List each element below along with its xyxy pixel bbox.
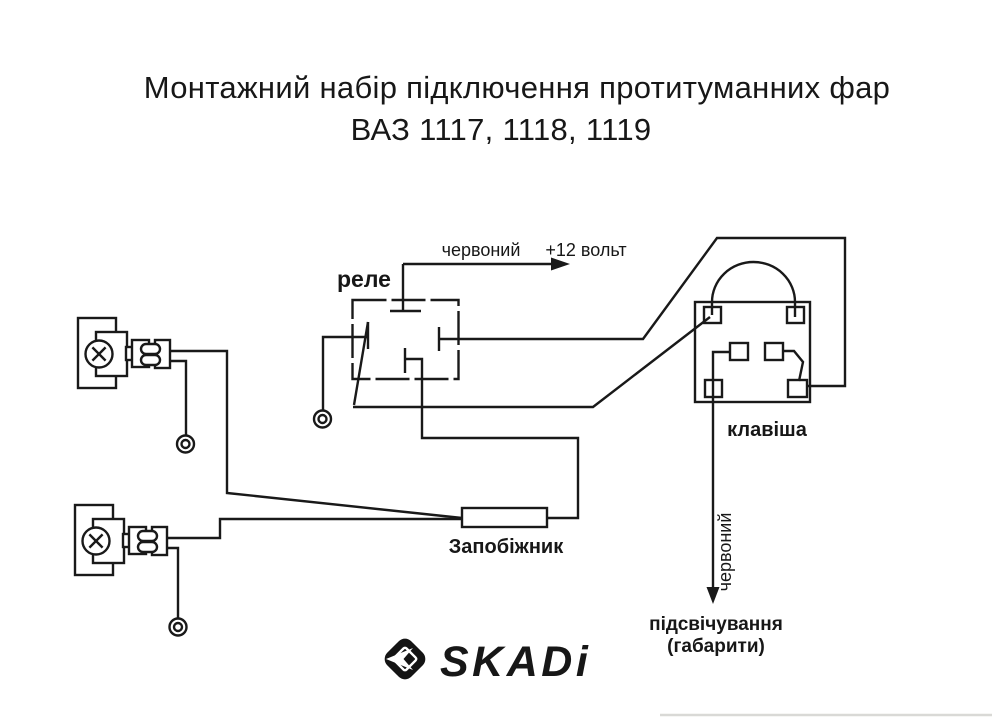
switch-jumper-arc xyxy=(710,260,797,317)
fuse xyxy=(460,506,549,529)
switch-terminal-top-left xyxy=(702,305,723,325)
relay-armature xyxy=(352,321,370,406)
switch-terminal-top-right xyxy=(785,305,806,325)
skadi-diamond-arrow-icon xyxy=(384,638,426,680)
title-line-2: ВАЗ 1117, 1118, 1119 xyxy=(351,112,652,147)
switch-box xyxy=(693,300,812,404)
ground-terminal-top xyxy=(175,434,196,454)
ground-terminal-relay xyxy=(312,409,333,429)
relay-label: реле xyxy=(337,266,391,292)
wire-relay-coil-ground xyxy=(321,335,368,411)
switch-label: клавіша xyxy=(727,419,808,441)
skadi-logo: SKADi xyxy=(384,638,591,686)
wire-supply-12v xyxy=(403,257,570,271)
switch-terminal-mid-left xyxy=(728,341,750,362)
page-title: Монтажний набір підключення протитуманни… xyxy=(144,70,890,147)
arrow-down-icon xyxy=(706,587,720,604)
illumination-label-line1: підсвічування xyxy=(649,614,783,635)
fuse-label: Запобіжник xyxy=(449,536,564,558)
ground-terminal-bottom xyxy=(168,617,188,637)
wire-color-label-vertical: червоний xyxy=(715,513,735,592)
logo-text: SKADi xyxy=(440,638,591,686)
switch xyxy=(693,260,812,404)
fuse-box xyxy=(460,506,549,529)
wire-relay-lower-to-switch xyxy=(353,316,711,409)
wire-switch-illumination xyxy=(706,350,730,604)
wire-lamp-bottom-positive xyxy=(167,517,462,540)
wire-color-label-top: червоний xyxy=(442,240,521,260)
lamp-connector xyxy=(124,338,172,370)
wire-lamp-bottom-ground xyxy=(167,546,180,618)
wire-lamp-top-positive xyxy=(170,349,463,520)
wire-lamp-top-ground xyxy=(170,359,188,436)
switch-terminal-mid-right xyxy=(763,341,785,362)
illumination-label-line2: (габарити) xyxy=(667,636,765,657)
lamp-connector xyxy=(121,525,169,557)
supply-voltage-label: +12 вольт xyxy=(545,240,626,260)
wire-relay-to-switch-outer xyxy=(439,236,847,388)
switch-internal-link xyxy=(783,349,805,382)
wire-relay-output-to-fuse xyxy=(405,357,580,520)
arrow-right-icon xyxy=(551,257,570,271)
switch-terminal-bottom-right xyxy=(786,378,809,399)
fog-lamp-bottom xyxy=(73,503,169,577)
title-line-1: Монтажний набір підключення протитуманни… xyxy=(144,70,890,105)
fog-lamp-top xyxy=(76,316,172,390)
